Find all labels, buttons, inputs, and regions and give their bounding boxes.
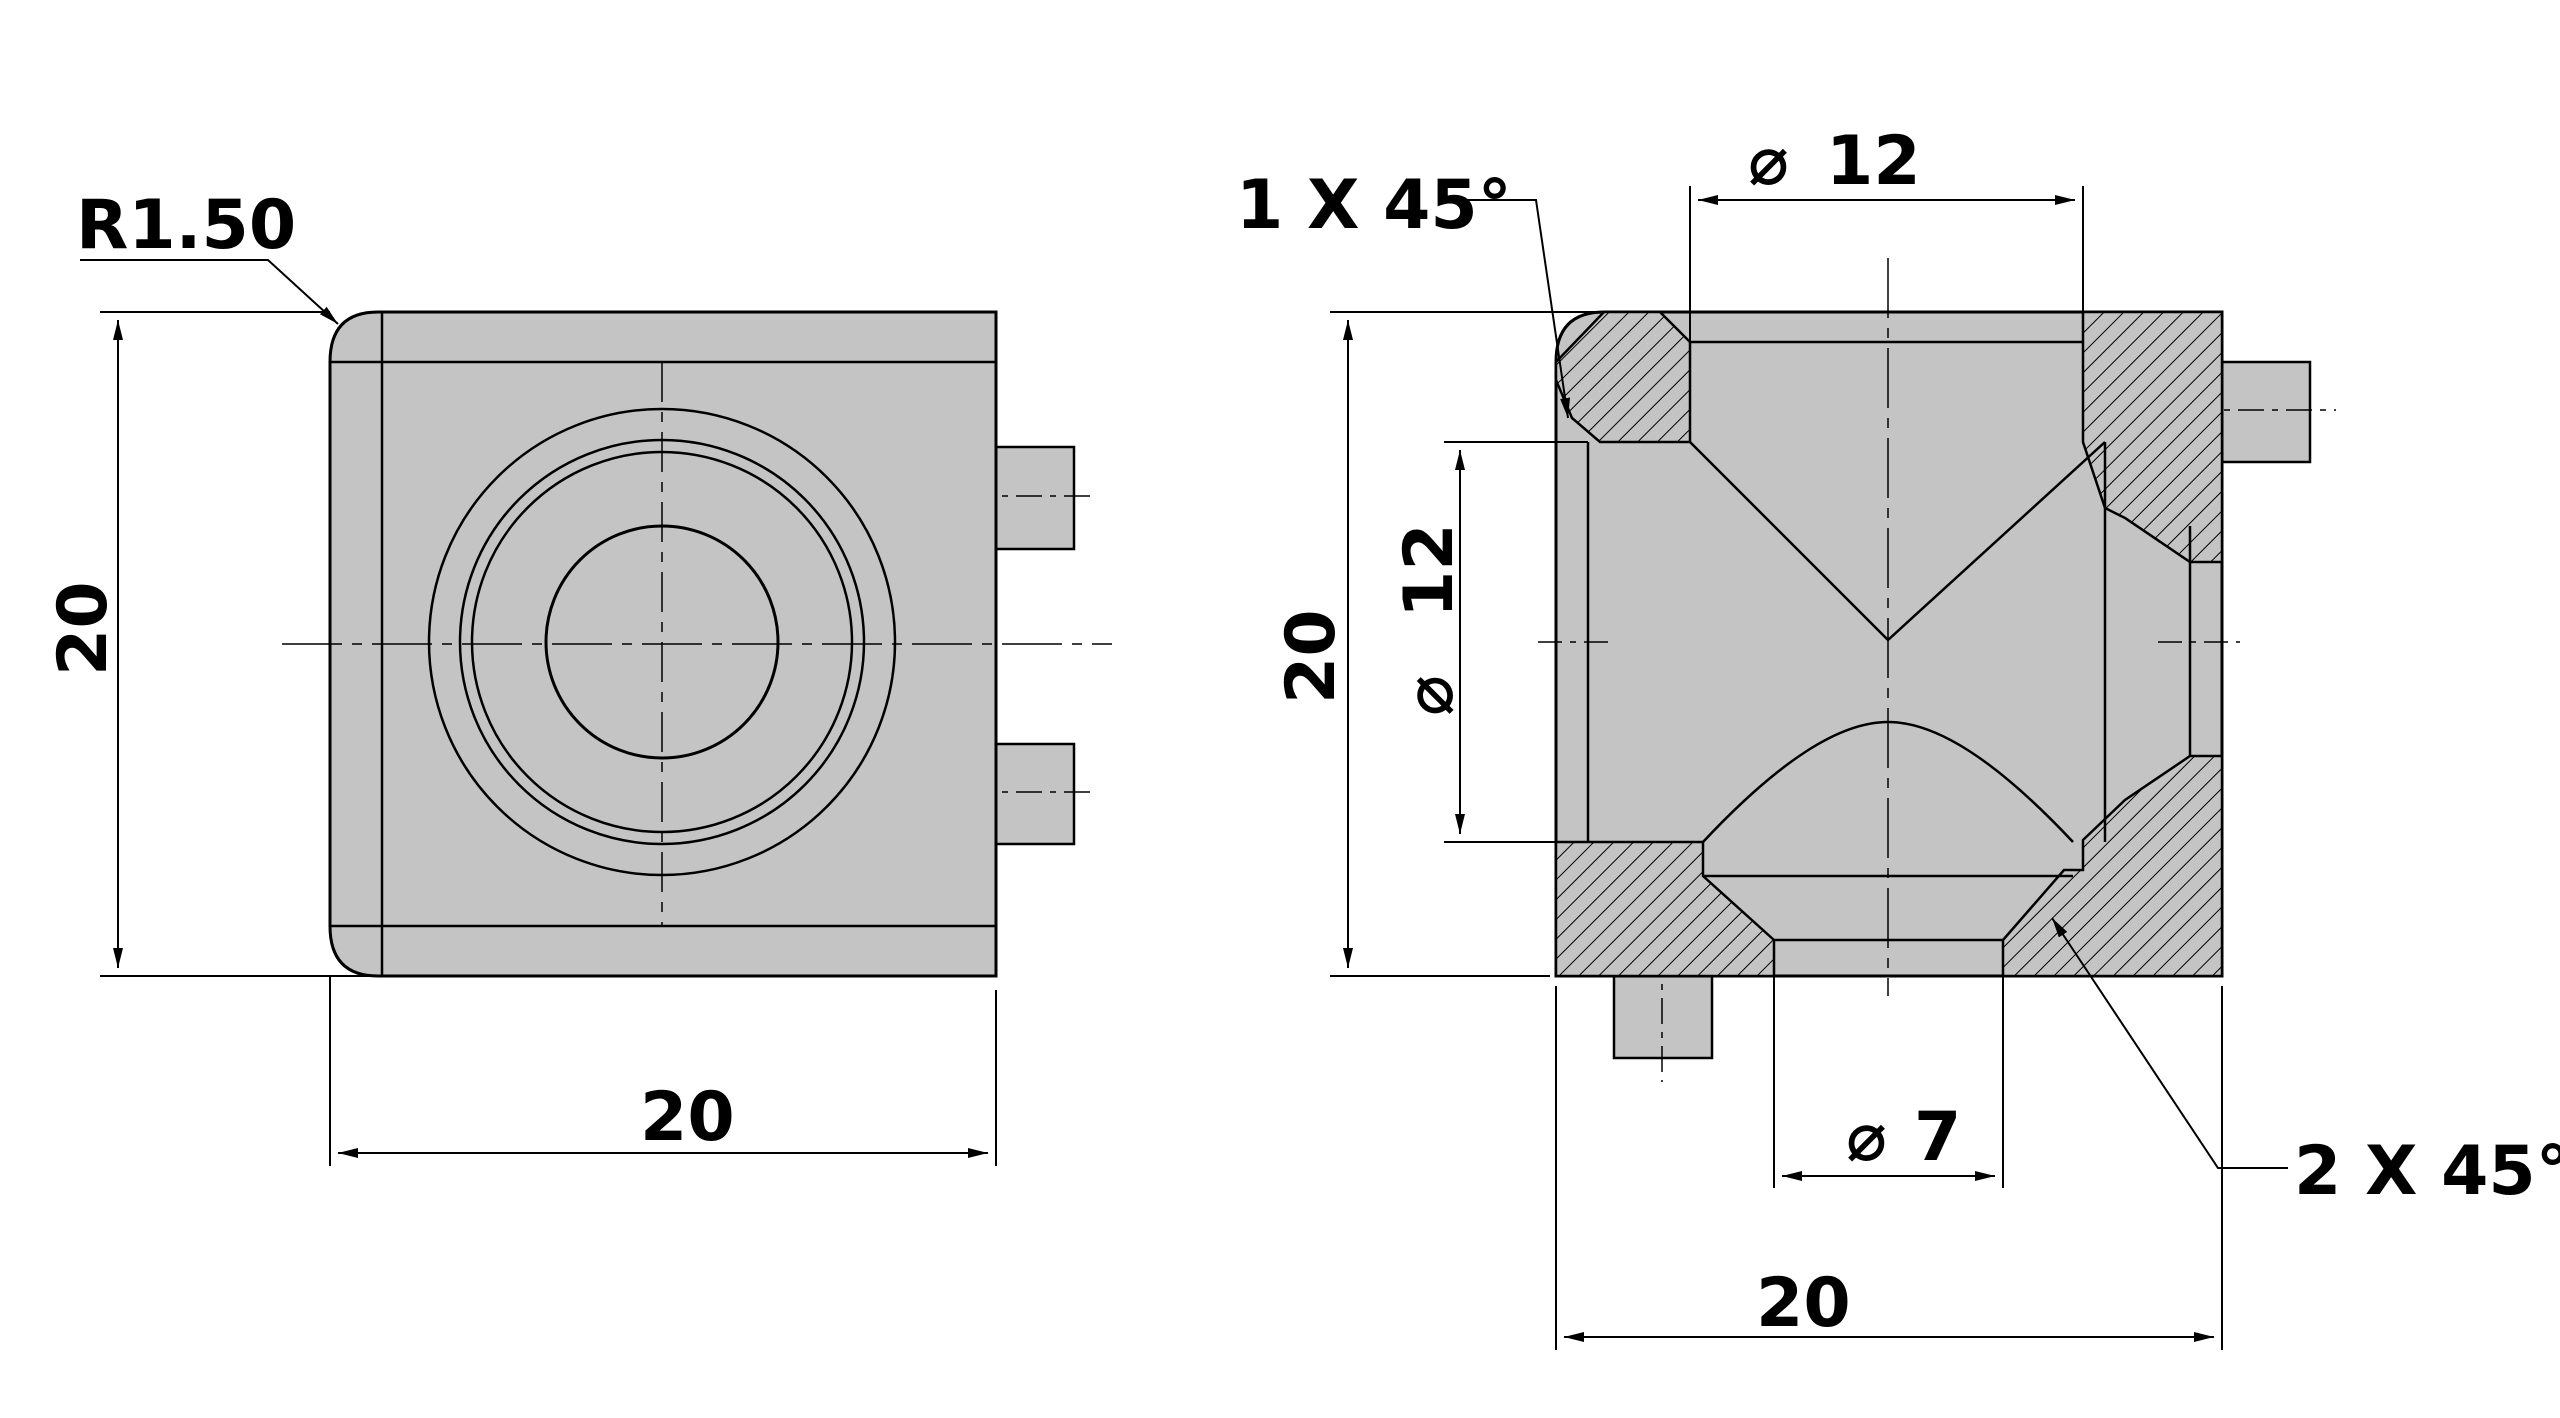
section-height-label: 20 bbox=[1272, 609, 1351, 704]
chamfer-bottom-label: 2 X 45° bbox=[2294, 1132, 2560, 1211]
front-view: R1.50 20 20 bbox=[44, 186, 1112, 1166]
front-width-label: 20 bbox=[640, 1078, 735, 1157]
radius-leader bbox=[80, 259, 339, 325]
chamfer-top-leader bbox=[1462, 199, 1571, 419]
front-tab-lower bbox=[994, 742, 1076, 846]
bottom-diameter-symbol: ⌀ bbox=[1846, 1098, 1887, 1177]
chamfer-top-label: 1 X 45° bbox=[1236, 166, 1512, 245]
front-height-label: 20 bbox=[44, 581, 123, 676]
hatch-top-right bbox=[2081, 310, 2224, 564]
radius-label: R1.50 bbox=[76, 186, 296, 265]
section-tab-right bbox=[2220, 360, 2312, 464]
chamfer-bottom-leader bbox=[2051, 917, 2288, 1169]
section-tab-bottom bbox=[1612, 974, 1714, 1060]
front-tab-upper bbox=[994, 445, 1076, 551]
section-body bbox=[1554, 310, 2224, 978]
side-diameter-symbol: ⌀ bbox=[1390, 675, 1469, 716]
top-diameter-value: 12 bbox=[1826, 122, 1921, 201]
bottom-diameter-value: 7 bbox=[1914, 1098, 1961, 1177]
top-diameter-symbol: ⌀ bbox=[1748, 122, 1789, 201]
section-width-label: 20 bbox=[1756, 1264, 1851, 1343]
side-diameter-value: 12 bbox=[1390, 523, 1469, 618]
section-view: ⌀ 12 1 X 45° 20 12 ⌀ ⌀ 7 2 X 45° 20 bbox=[1236, 122, 2560, 1350]
